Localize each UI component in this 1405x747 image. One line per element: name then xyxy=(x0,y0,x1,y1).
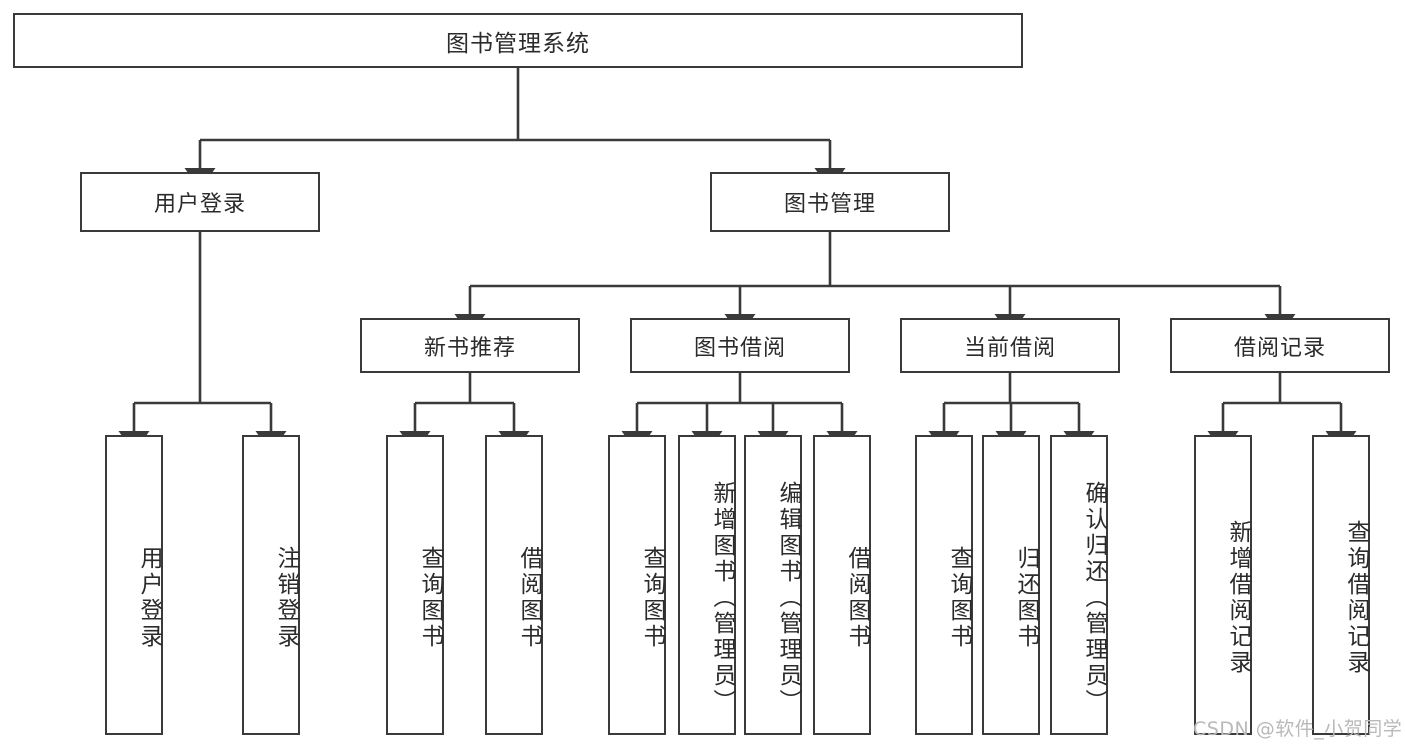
node-label: 图书管理系统 xyxy=(446,30,590,57)
node-label: 确认归还（管理员） xyxy=(1081,481,1107,715)
node-leaf-user-login[interactable]: 用户登录 xyxy=(105,435,163,735)
node-user-login[interactable]: 用户登录 xyxy=(80,172,320,232)
node-book-manage[interactable]: 图书管理 xyxy=(710,172,950,232)
node-borrow-record[interactable]: 借阅记录 xyxy=(1170,318,1390,373)
node-leaf-query-book-2[interactable]: 查询图书 xyxy=(608,435,666,735)
node-label: 查询借阅记录 xyxy=(1343,520,1369,676)
node-leaf-query-book-3[interactable]: 查询图书 xyxy=(915,435,973,735)
node-root[interactable]: 图书管理系统 xyxy=(13,13,1023,68)
node-label: 新增图书（管理员） xyxy=(709,481,735,715)
node-label: 用户登录 xyxy=(136,546,162,650)
node-leaf-edit-book[interactable]: 编辑图书（管理员） xyxy=(744,435,802,735)
node-leaf-logout[interactable]: 注销登录 xyxy=(242,435,300,735)
node-label: 当前借阅 xyxy=(963,335,1056,361)
watermark-text: CSDN @软件_小贺同学 xyxy=(1193,718,1403,740)
node-label: 注销登录 xyxy=(273,546,299,650)
node-label: 新书推荐 xyxy=(423,335,516,361)
node-leaf-borrow-book-1[interactable]: 借阅图书 xyxy=(485,435,543,735)
node-new-book-rec[interactable]: 新书推荐 xyxy=(360,318,580,373)
node-label: 图书借阅 xyxy=(693,335,786,361)
node-label: 图书管理 xyxy=(783,192,876,217)
node-label: 编辑图书（管理员） xyxy=(775,481,801,715)
node-leaf-confirm-return[interactable]: 确认归还（管理员） xyxy=(1050,435,1108,735)
node-current-borrow[interactable]: 当前借阅 xyxy=(900,318,1120,373)
node-label: 查询图书 xyxy=(417,546,443,650)
node-label: 借阅记录 xyxy=(1233,335,1326,361)
node-label: 用户登录 xyxy=(153,192,246,217)
node-label: 查询图书 xyxy=(946,546,972,650)
node-leaf-query-record[interactable]: 查询借阅记录 xyxy=(1312,435,1370,735)
node-leaf-query-book-1[interactable]: 查询图书 xyxy=(386,435,444,735)
node-label: 借阅图书 xyxy=(844,546,870,650)
node-leaf-add-record[interactable]: 新增借阅记录 xyxy=(1194,435,1252,735)
node-leaf-add-book[interactable]: 新增图书（管理员） xyxy=(678,435,736,735)
node-label: 归还图书 xyxy=(1013,546,1039,650)
node-label: 借阅图书 xyxy=(516,546,542,650)
node-label: 新增借阅记录 xyxy=(1225,520,1251,676)
node-leaf-borrow-book-2[interactable]: 借阅图书 xyxy=(813,435,871,735)
node-leaf-return-book[interactable]: 归还图书 xyxy=(982,435,1040,735)
node-label: 查询图书 xyxy=(639,546,665,650)
node-book-borrow[interactable]: 图书借阅 xyxy=(630,318,850,373)
